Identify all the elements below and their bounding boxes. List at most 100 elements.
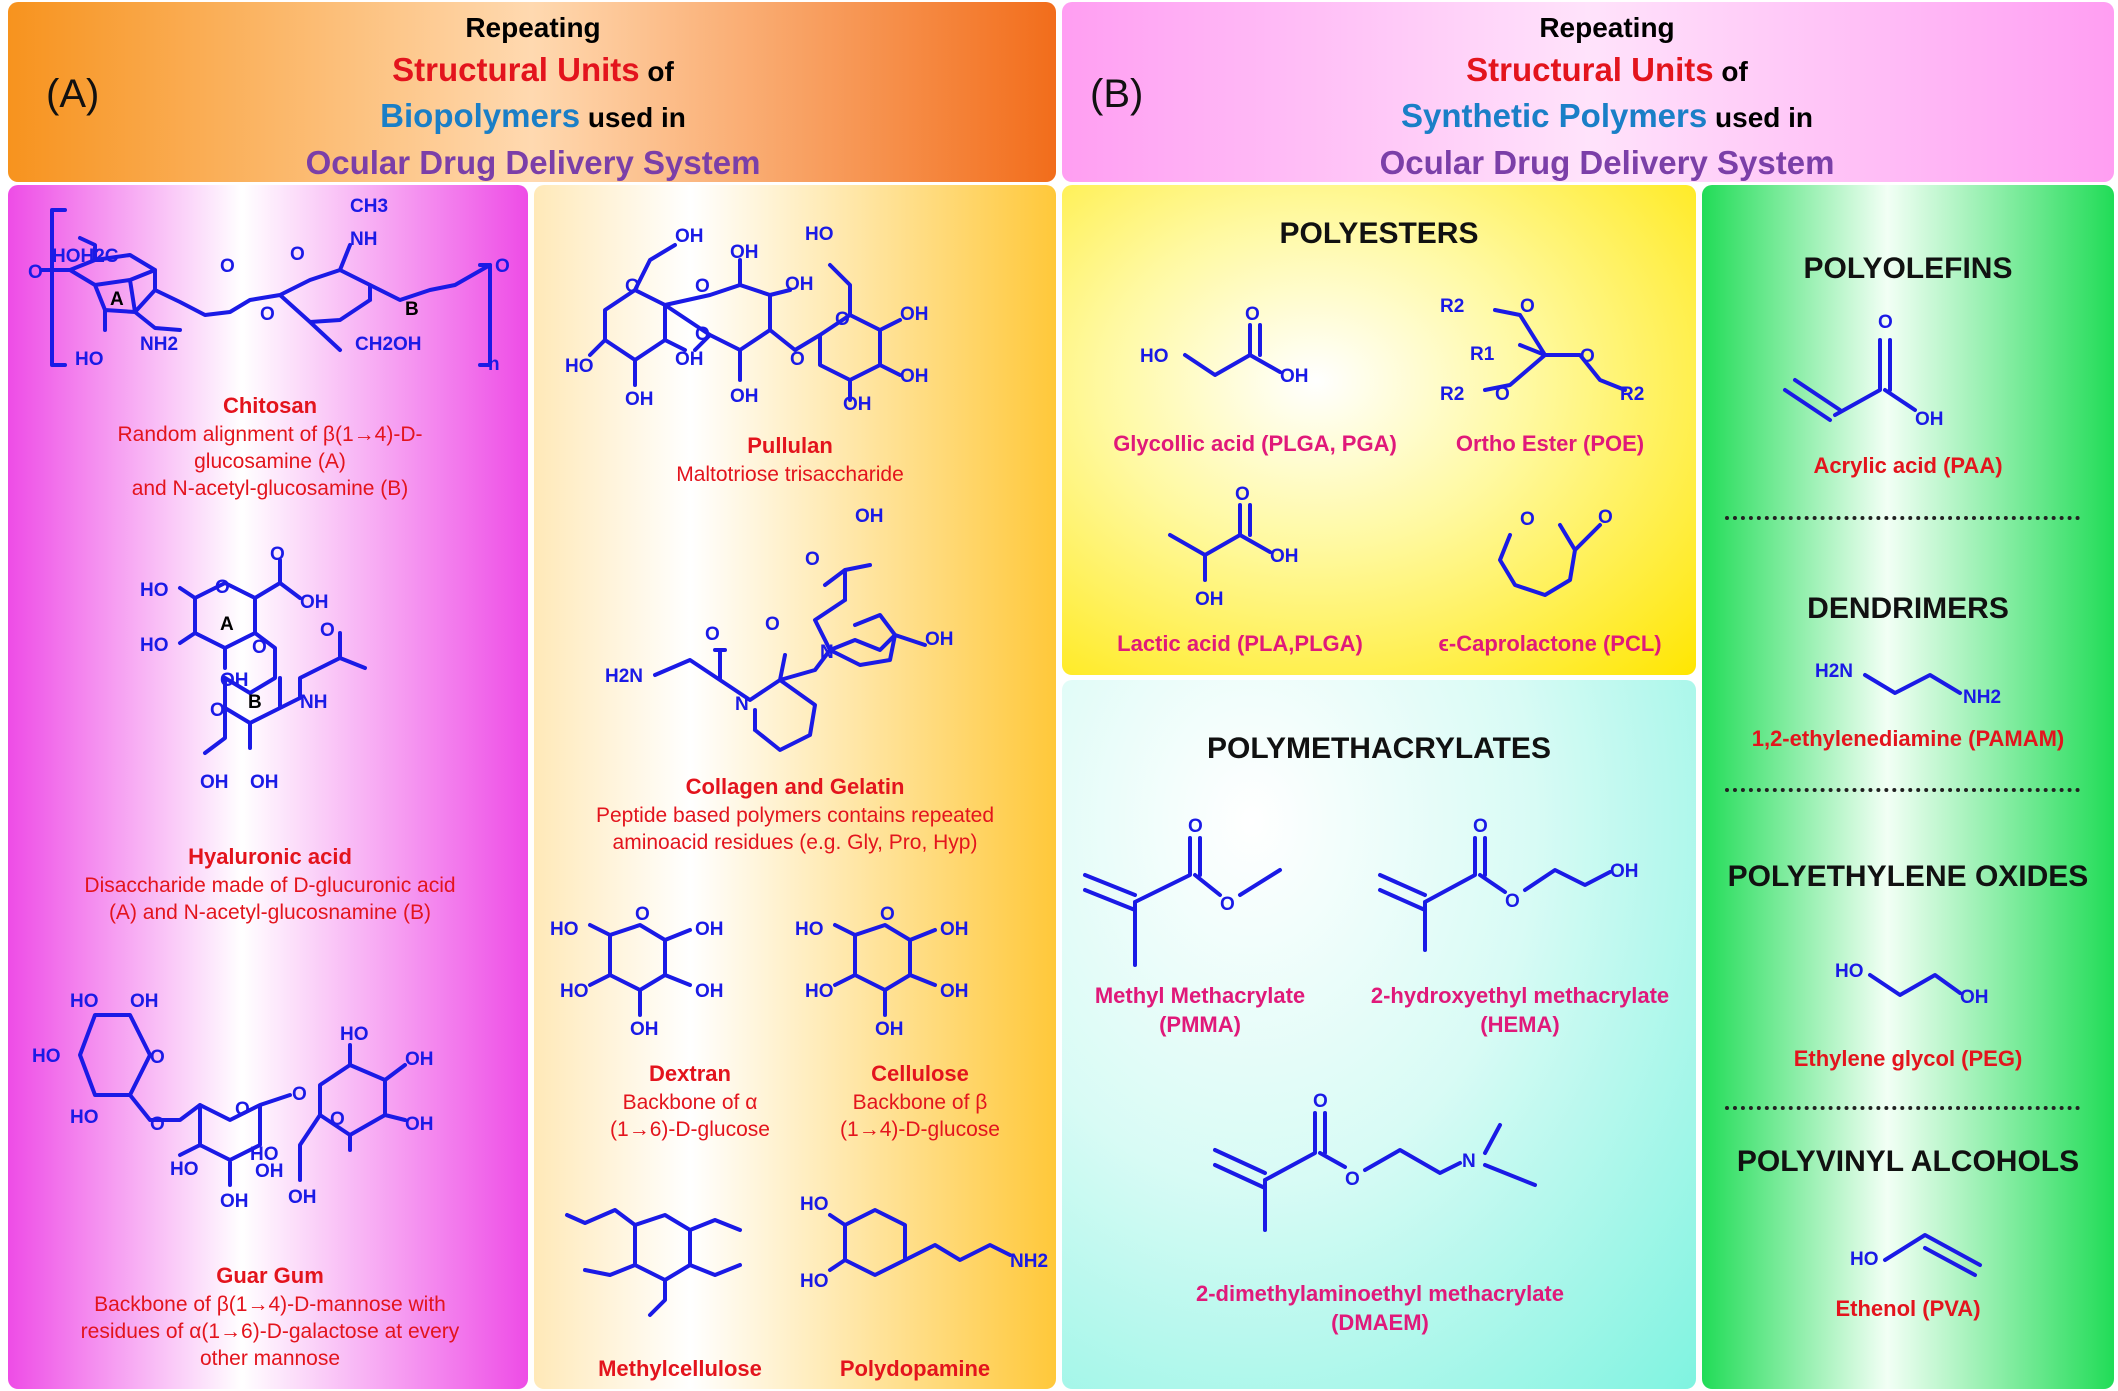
svg-text:B: B bbox=[405, 299, 419, 320]
divider-1 bbox=[1725, 516, 2080, 520]
ortho-ester-structure: R2 O R1 O R2 O R2 bbox=[1440, 296, 1644, 405]
svg-text:O: O bbox=[1505, 891, 1520, 912]
svg-text:O: O bbox=[252, 637, 267, 658]
dextran-caption: Dextran Backbone of α (1→6)-D-glucose bbox=[610, 1061, 770, 1141]
svg-text:B: B bbox=[248, 692, 262, 713]
svg-text:OH: OH bbox=[1610, 861, 1639, 882]
svg-text:NH: NH bbox=[350, 229, 377, 250]
svg-text:OH: OH bbox=[630, 1019, 659, 1040]
svg-text:O: O bbox=[292, 1084, 307, 1105]
svg-text:OH: OH bbox=[695, 981, 724, 1002]
svg-text:OH: OH bbox=[220, 670, 249, 691]
svg-text:n: n bbox=[488, 354, 500, 375]
svg-text:O: O bbox=[790, 349, 805, 370]
ethenol-caption: Ethenol (PVA) bbox=[1835, 1296, 1981, 1321]
panel-a-label: (A) bbox=[46, 72, 100, 116]
hema-structure: O O OH bbox=[1378, 816, 1639, 952]
svg-text:O: O bbox=[1313, 1091, 1328, 1112]
svg-text:O: O bbox=[290, 244, 305, 265]
svg-text:HO: HO bbox=[800, 1194, 829, 1215]
panel-b-label: (B) bbox=[1090, 72, 1144, 116]
svg-text:HO: HO bbox=[1835, 961, 1864, 982]
svg-text:O: O bbox=[1495, 384, 1510, 405]
pmma-structure: O O bbox=[1083, 816, 1282, 967]
panel-a-header: (A) Repeating Structural Units of Biopol… bbox=[8, 2, 1056, 182]
svg-text:OH: OH bbox=[785, 274, 814, 295]
polyolefins-title: POLYOLEFINS bbox=[1803, 252, 2013, 285]
svg-text:OH: OH bbox=[1280, 366, 1309, 387]
panel-a-right-column bbox=[534, 185, 1056, 1389]
svg-text:A: A bbox=[220, 614, 234, 635]
svg-text:R2: R2 bbox=[1440, 296, 1464, 317]
divider-3 bbox=[1725, 1106, 2080, 1110]
svg-text:O: O bbox=[1473, 816, 1488, 837]
glycolic-acid-caption: Glycollic acid (PLGA, PGA) bbox=[1113, 431, 1397, 456]
cellulose-structure: HO O OH HO OH OH bbox=[795, 904, 969, 1040]
polymethacrylates-box: POLYMETHACRYLATES bbox=[1062, 680, 1696, 1389]
cellulose-caption: Cellulose Backbone of β (1→4)-D-glucose bbox=[840, 1061, 1000, 1141]
svg-text:HO: HO bbox=[550, 919, 579, 940]
svg-text:O: O bbox=[330, 1109, 345, 1130]
svg-text:O: O bbox=[260, 304, 275, 325]
svg-text:O: O bbox=[625, 276, 640, 297]
polyesters-title: POLYESTERS bbox=[1279, 217, 1479, 250]
svg-text:HO: HO bbox=[75, 349, 104, 370]
methylcellulose-structure bbox=[565, 1208, 742, 1317]
svg-text:HO: HO bbox=[795, 919, 824, 940]
polymethacrylates-title: POLYMETHACRYLATES bbox=[1207, 732, 1551, 765]
hyaluronic-acid-structure: HO O A O OH HO OH O B O NH O OH OH bbox=[140, 544, 367, 793]
svg-text:H2N: H2N bbox=[605, 666, 643, 687]
caprolactone-caption: ϵ-Caprolactone (PCL) bbox=[1438, 631, 1662, 656]
caprolactone-structure: O O bbox=[1498, 507, 1613, 597]
svg-text:OH: OH bbox=[405, 1114, 434, 1135]
guar-gum-caption: Guar Gum Backbone of β(1→4)-D-mannose wi… bbox=[80, 1263, 460, 1371]
svg-text:O: O bbox=[215, 577, 230, 598]
svg-text:O: O bbox=[235, 1099, 250, 1120]
acrylic-acid-caption: Acrylic acid (PAA) bbox=[1813, 453, 2003, 478]
polydopamine-caption: Polydopamine bbox=[839, 1356, 991, 1381]
svg-text:OH: OH bbox=[250, 772, 279, 793]
svg-text:OH: OH bbox=[288, 1187, 317, 1208]
svg-text:HO: HO bbox=[32, 1046, 61, 1067]
svg-text:HO: HO bbox=[565, 356, 594, 377]
svg-text:OH: OH bbox=[1270, 546, 1299, 567]
ortho-ester-caption: Ortho Ester (POE) bbox=[1455, 431, 1645, 456]
chitosan-caption: Chitosan Random alignment of β(1→4)-D- g… bbox=[117, 393, 423, 501]
svg-text:A: A bbox=[110, 289, 124, 310]
svg-text:HO: HO bbox=[1140, 346, 1169, 367]
ethylene-glycol-caption: Ethylene glycol (PEG) bbox=[1793, 1046, 2023, 1071]
svg-text:OH: OH bbox=[940, 981, 969, 1002]
svg-text:HO: HO bbox=[140, 635, 169, 656]
svg-text:NH2: NH2 bbox=[1963, 687, 2001, 708]
dmaem-structure: O O N bbox=[1213, 1091, 1537, 1232]
svg-text:OH: OH bbox=[695, 919, 724, 940]
svg-text:O: O bbox=[695, 324, 710, 345]
ethylenediamine-caption: 1,2-ethylenediamine (PAMAM) bbox=[1751, 726, 2065, 751]
svg-text:O: O bbox=[880, 904, 895, 925]
acrylic-acid-structure: O OH bbox=[1783, 312, 1944, 430]
peo-title: POLYETHYLENE OXIDES bbox=[1727, 860, 2089, 893]
svg-text:R1: R1 bbox=[1470, 344, 1495, 365]
ethenol-structure: HO bbox=[1850, 1233, 1982, 1277]
svg-text:O: O bbox=[1245, 304, 1260, 325]
svg-text:O: O bbox=[270, 544, 285, 565]
hema-caption: 2-hydroxyethyl methacrylate (HEMA) bbox=[1370, 983, 1670, 1037]
svg-text:OH: OH bbox=[843, 394, 872, 415]
svg-text:HO: HO bbox=[70, 1107, 99, 1128]
svg-text:NH2: NH2 bbox=[140, 334, 178, 355]
svg-text:HO: HO bbox=[805, 981, 834, 1002]
svg-text:O: O bbox=[765, 614, 780, 635]
guar-gum-structure: HO OH HO O HO O O O HO OH OH O HO OH HO … bbox=[32, 991, 434, 1212]
svg-text:O: O bbox=[805, 549, 820, 570]
pullulan-structure: OH O HO OH OH O OH OH O OH O HO OH OH OH… bbox=[565, 224, 929, 415]
svg-text:O: O bbox=[705, 624, 720, 645]
svg-text:HO: HO bbox=[340, 1024, 369, 1045]
svg-text:OH: OH bbox=[130, 991, 159, 1012]
svg-text:HO: HO bbox=[140, 580, 169, 601]
panel-b-header: (B) Repeating Structural Units of Synthe… bbox=[1062, 2, 2114, 182]
svg-text:N: N bbox=[735, 694, 749, 715]
divider-2 bbox=[1725, 788, 2080, 792]
svg-text:OH: OH bbox=[730, 242, 759, 263]
pva-title: POLYVINYL ALCOHOLS bbox=[1736, 1145, 2080, 1178]
svg-text:O: O bbox=[1345, 1169, 1360, 1190]
